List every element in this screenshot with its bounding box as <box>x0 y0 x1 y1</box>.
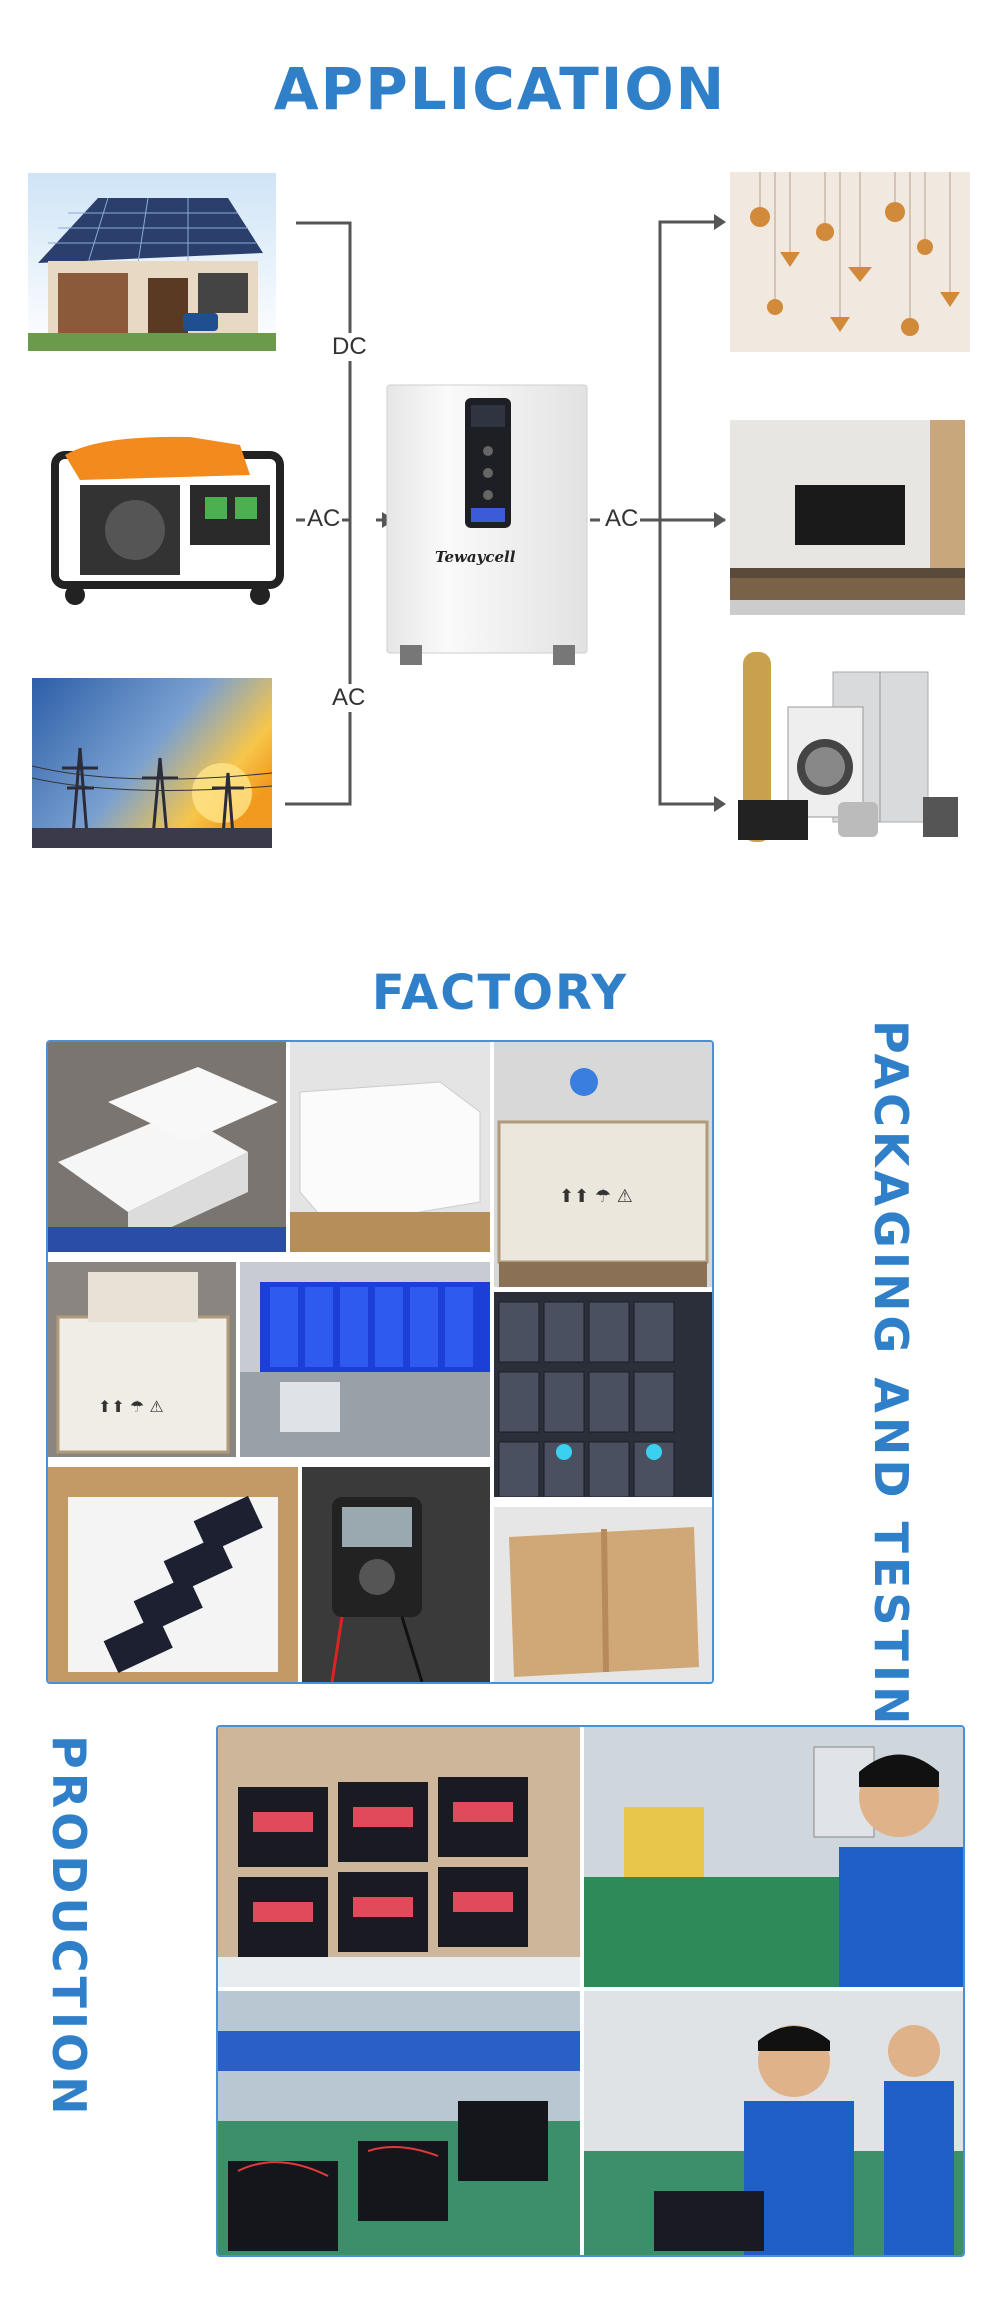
wooden-crate-photo: ⬆⬆ ☂ ⚠ <box>494 1042 712 1287</box>
cardboard-box-photo <box>494 1507 712 1682</box>
production-title: PRODUCTION <box>42 1735 96 2119</box>
cell-testing-line-photo <box>240 1262 490 1457</box>
battery-device: Tewaycell <box>385 383 590 673</box>
packaged-batteries-photo <box>48 1042 286 1252</box>
application-title: APPLICATION <box>273 55 727 123</box>
boxed-cells-photo <box>48 1467 298 1682</box>
pendant-lights-image <box>730 172 970 352</box>
svg-text:⬆⬆ ☂ ⚠: ⬆⬆ ☂ ⚠ <box>98 1397 164 1416</box>
dc-label: DC <box>330 333 369 361</box>
power-grid-image <box>32 678 272 848</box>
ac-label-left: AC <box>305 505 343 533</box>
multimeter-test-photo <box>302 1467 490 1682</box>
ac-label-right: AC <box>603 505 641 533</box>
arrow-to-tv <box>714 512 726 528</box>
solar-house-image <box>28 173 276 351</box>
device-brand: Tewaycell <box>435 548 516 566</box>
generator-image <box>40 425 290 610</box>
svg-text:⬆⬆ ☂ ⚠: ⬆⬆ ☂ ⚠ <box>559 1186 633 1207</box>
packaging-testing-title: PACKAGING AND TESTING <box>864 1020 918 1771</box>
production-grid <box>216 1725 965 2257</box>
television-image <box>730 420 965 615</box>
wrapped-battery-photo <box>290 1042 490 1252</box>
arrow-to-appliances <box>714 796 726 812</box>
arrow-to-lights <box>714 214 726 230</box>
cell-array-photo <box>494 1292 712 1497</box>
pack-wiring-photo <box>218 1991 580 2255</box>
battery-assembly-photo <box>218 1727 580 1987</box>
worker-station-photo <box>584 1727 963 1987</box>
factory-title: FACTORY <box>371 965 629 1021</box>
appliances-image <box>733 652 965 842</box>
workers-assembly-photo <box>584 1991 963 2255</box>
crate-closeup-photo: ⬆⬆ ☂ ⚠ <box>48 1262 236 1457</box>
packaging-grid: ⬆⬆ ☂ ⚠ ⬆⬆ ☂ ⚠ <box>46 1040 714 1684</box>
ac-label-bottom: AC <box>330 684 368 712</box>
